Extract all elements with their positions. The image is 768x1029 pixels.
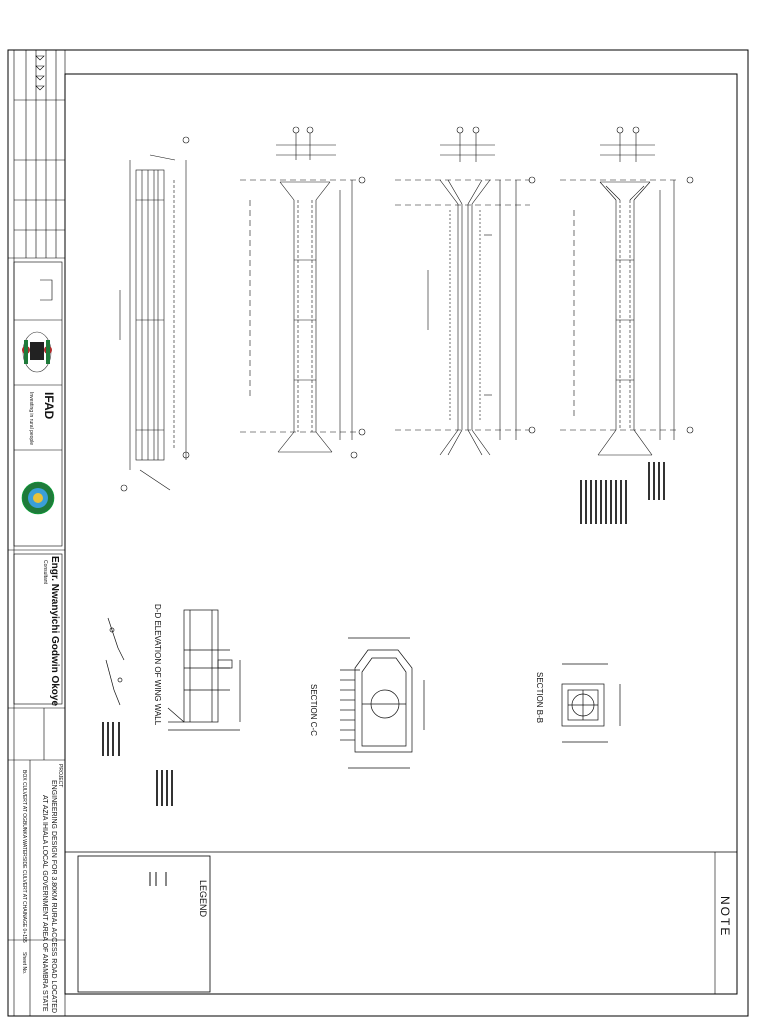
seal-box bbox=[40, 279, 53, 301]
wingwall-elevation-view bbox=[167, 609, 241, 731]
note-title: NOTE bbox=[718, 896, 732, 938]
sheet-number-label: Sheet No. bbox=[21, 952, 27, 975]
outer-frame bbox=[7, 49, 749, 1017]
project-label: PROJECT bbox=[57, 764, 63, 788]
drawing-title: BOX CULVERT AT OGBUNKA WATERSIDE CULVERT… bbox=[21, 770, 27, 943]
plan-view-3 bbox=[560, 126, 694, 456]
legend-symbols bbox=[149, 872, 167, 886]
legend-title: LEGEND bbox=[198, 880, 208, 918]
ifad-tagline: Investing in rural people bbox=[28, 392, 34, 446]
project-title-line1: ENGINEERING DESIGN FOR 3.80KM RURAL ACCE… bbox=[50, 780, 57, 1013]
ifad-logo-text: IFAD bbox=[42, 392, 56, 420]
longitudinal-elevation-view bbox=[119, 136, 190, 492]
engineer-caption: Consultant bbox=[42, 560, 48, 584]
section-cc-view bbox=[340, 637, 425, 769]
title-block bbox=[8, 50, 66, 1016]
wingwall-title: D-D ELEVATION OF WING WALL bbox=[153, 604, 162, 726]
project-title-line2: AT AZIA IHIALA LOCAL GOVERNMENT AREA OF … bbox=[41, 795, 48, 1012]
legend-box bbox=[77, 855, 211, 993]
coat-of-arms-logo bbox=[22, 331, 52, 373]
bar-schedule-table bbox=[102, 462, 665, 806]
section-bb-title: SECTION B-B bbox=[535, 672, 544, 724]
bar-bending-sketches bbox=[105, 617, 125, 706]
plan-view-1 bbox=[240, 126, 366, 459]
section-cc-title: SECTION C-C bbox=[309, 684, 318, 736]
section-bb-view bbox=[561, 663, 621, 743]
plan-view-2 bbox=[395, 126, 536, 456]
state-emblem-logo bbox=[21, 481, 55, 515]
engineer-name: Engr. Nwanyichi Godwin Okoye bbox=[49, 556, 60, 707]
